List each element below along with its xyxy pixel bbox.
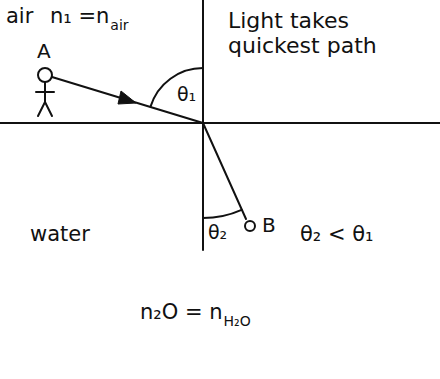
medium-label: air bbox=[6, 4, 33, 28]
subscript: air bbox=[110, 17, 128, 33]
subscript: H₂O bbox=[224, 313, 251, 329]
index-formula: n₁ =n bbox=[50, 4, 109, 28]
person-arms bbox=[36, 91, 54, 93]
angle-label: θ₂ bbox=[208, 222, 227, 244]
person-legs bbox=[38, 102, 52, 116]
incident-ray bbox=[52, 77, 203, 123]
ray-arrowhead bbox=[118, 91, 136, 104]
angle-arc bbox=[203, 210, 242, 218]
interface-line bbox=[0, 122, 440, 124]
person-head bbox=[38, 68, 52, 82]
point-label: B bbox=[262, 214, 276, 237]
point-b bbox=[245, 221, 255, 231]
angle-arc bbox=[151, 68, 204, 107]
angle-label: θ₁ bbox=[177, 84, 196, 106]
point-label: A bbox=[37, 40, 51, 63]
relation-label: θ₂ < θ₁ bbox=[300, 222, 373, 246]
index-formula: n₂O = n bbox=[140, 300, 223, 324]
medium-label: water bbox=[30, 222, 90, 246]
note: Light takes quickest path bbox=[228, 8, 406, 59]
refracted-ray bbox=[203, 123, 246, 219]
